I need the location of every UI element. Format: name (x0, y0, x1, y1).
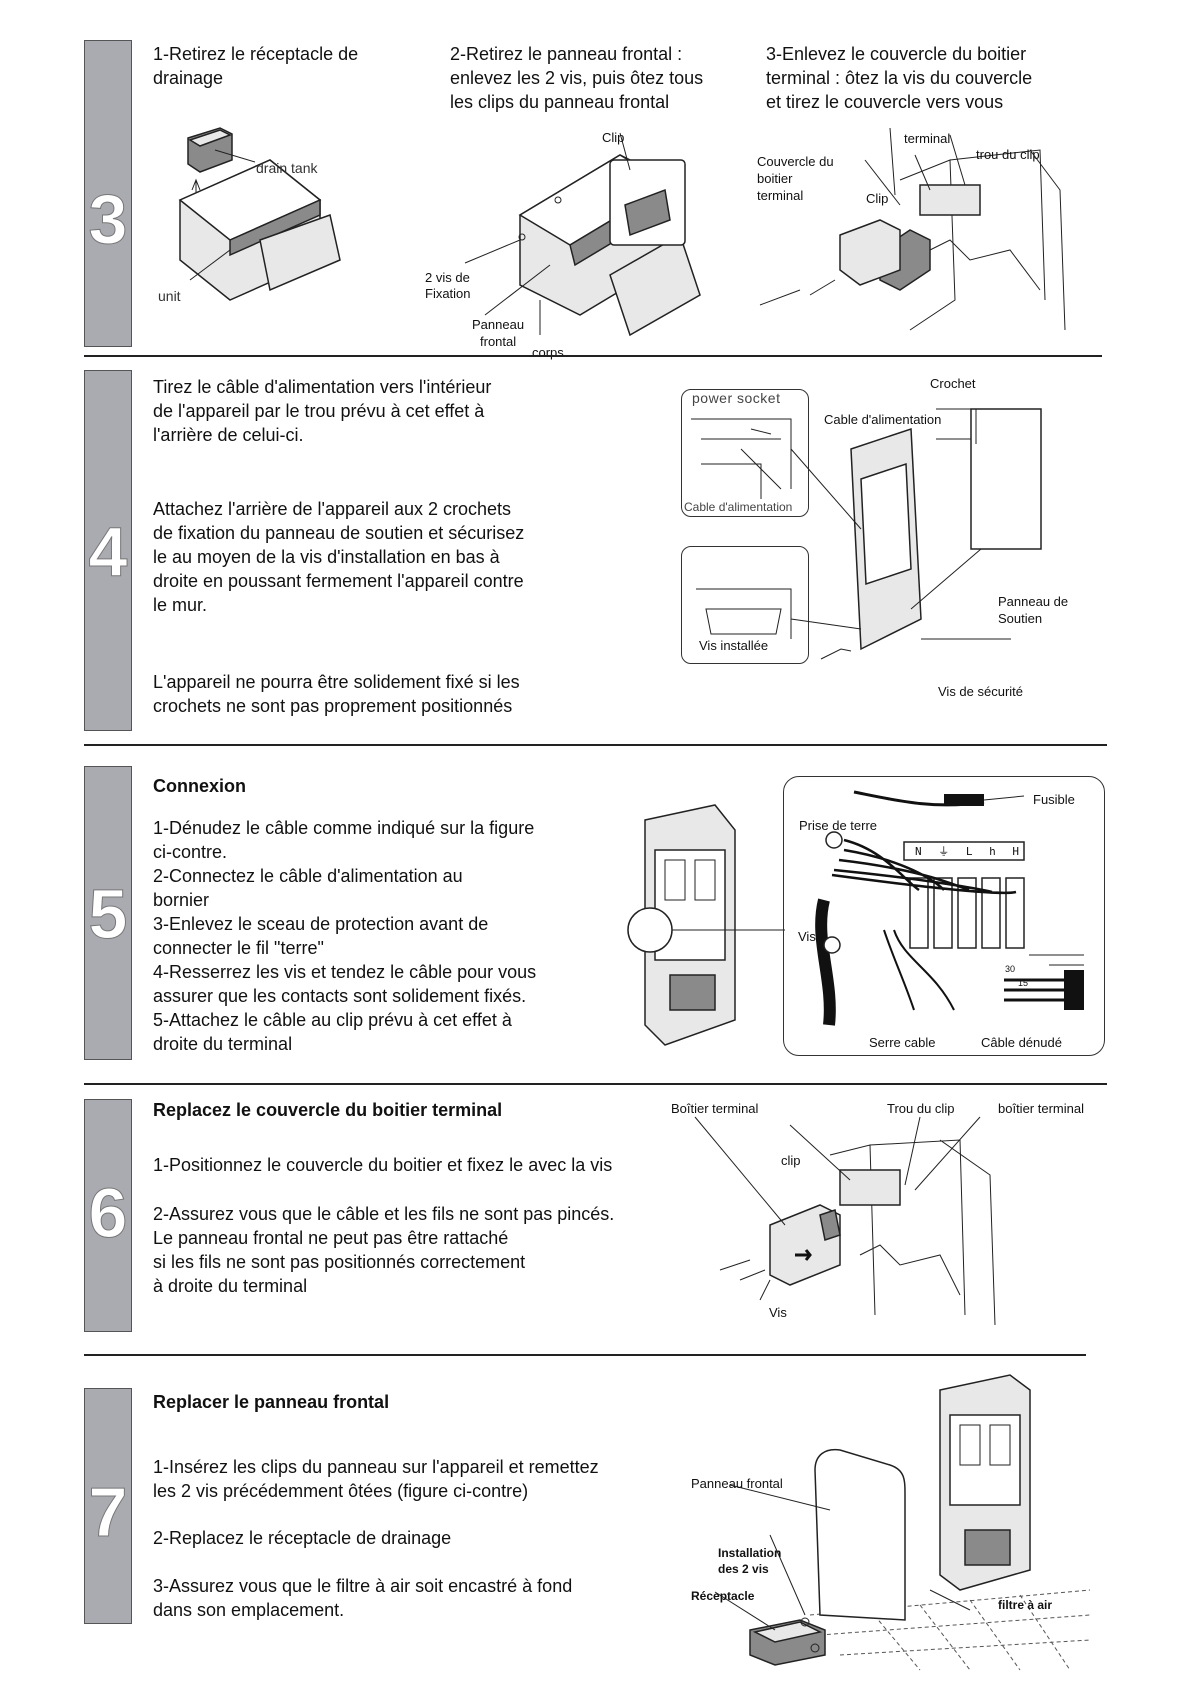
s3-col1: 1-Retirez le réceptacle de drainage (153, 44, 359, 88)
label-receptacle: Réceptacle (691, 1589, 755, 1603)
s5-lines: 1-Dénudez le câble comme indiqué sur la … (153, 818, 537, 1054)
step-number-5: 5 (88, 875, 128, 953)
step-number-4: 4 (88, 513, 128, 591)
label-boitier: boitier (757, 171, 793, 186)
s5-title: Connexion (153, 776, 246, 796)
s6-l1: 1-Positionnez le couvercle du boitier et… (153, 1155, 613, 1175)
front-panel-illustration (464, 132, 701, 337)
s4-p2: Attachez l'arrière de l'appareil aux 2 c… (153, 499, 525, 615)
label-terminal2: terminal (757, 188, 804, 203)
front-panel-refit-illustration (714, 1374, 1091, 1671)
step-number-3: 3 (88, 180, 128, 258)
label-vis-s6: Vis (769, 1305, 787, 1320)
label-cable-denude: Câble dénudé (981, 1035, 1062, 1050)
label-frontal: frontal (480, 334, 517, 349)
label-clip: Clip (602, 130, 625, 145)
label-prise-terre: Prise de terre (799, 818, 878, 833)
terminal-cover-illustration (759, 127, 1066, 331)
s7-l1: 1-Insérez les clips du panneau sur l'app… (153, 1457, 599, 1501)
label-drain-tank: drain tank (256, 160, 318, 176)
s4-p1: Tirez le câble d'alimentation vers l'int… (153, 377, 492, 445)
label-terminal: terminal (904, 131, 951, 146)
label-trou-du-clip: trou du clip (976, 147, 1040, 162)
s7-l2: 2-Replacez le réceptacle de drainage (153, 1528, 452, 1548)
label-installation: Installation (718, 1546, 782, 1560)
step-tab-4: 4 (84, 370, 132, 731)
s3-col2: 2-Retirez le panneau frontal : enlevez l… (450, 44, 704, 112)
label-vis-securite: Vis de sécurité (938, 684, 1024, 699)
power-socket-frame (681, 389, 809, 517)
label-panneau-de: Panneau de (998, 594, 1069, 609)
label-des-2-vis: des 2 vis (718, 1562, 769, 1576)
label-clip2: Clip (866, 191, 889, 206)
wiring-detail-frame (783, 776, 1105, 1056)
label-terminals: N ⏚ L h H (915, 845, 1024, 858)
label-d30: 30 (1005, 964, 1016, 974)
step-tab-5: 5 (84, 766, 132, 1060)
label-panneau-frontal-s7: Panneau frontal (691, 1476, 783, 1491)
label-unit: unit (158, 288, 181, 304)
label-cable-alim: Cable d'alimentation (824, 412, 942, 427)
step-number-6: 6 (88, 1174, 128, 1252)
s6-l2: 2-Assurez vous que le câble et les fils … (153, 1204, 615, 1296)
label-panneau: Panneau (472, 317, 525, 332)
divider-6 (84, 1354, 1086, 1356)
divider-3 (84, 355, 1102, 357)
label-serre-cable: Serre cable (869, 1035, 936, 1050)
label-vis-de: 2 vis de (425, 270, 470, 285)
label-soutien: Soutien (998, 611, 1043, 626)
label-d15: 15 (1018, 978, 1029, 988)
s4-p3: L'appareil ne pourra être solidement fix… (153, 672, 520, 716)
label-power-socket: power socket (692, 390, 781, 406)
s7-title: Replacer le panneau frontal (153, 1392, 390, 1412)
label-filtre: filtre à air (998, 1598, 1053, 1612)
divider-5 (84, 1083, 1107, 1085)
wiring-diagram (815, 790, 1084, 1026)
terminal-box-illustration (694, 1116, 996, 1326)
label-vis-installee: Vis installée (699, 638, 769, 653)
label-couvercle-du: Couvercle du (757, 154, 834, 169)
divider-4 (84, 744, 1107, 746)
step-tab-6: 6 (84, 1099, 132, 1332)
drain-tank-illustration (178, 127, 341, 301)
label-clip-s6: clip (781, 1153, 801, 1168)
step-number-7: 7 (88, 1473, 128, 1551)
label-cable-alim2: Cable d'alimentation (684, 500, 793, 514)
label-vis-s5: Vis (798, 929, 816, 944)
s7-l3: 3-Assurez vous que le filtre à air soit … (153, 1576, 573, 1620)
label-boitier-terminal: Boîtier terminal (671, 1101, 759, 1116)
unit-back-illustration (627, 804, 785, 1046)
label-fusible: Fusible (1033, 792, 1075, 807)
label-boitier-terminal2: boîtier terminal (998, 1101, 1084, 1116)
s3-col3: 3-Enlevez le couvercle du boitier termin… (766, 44, 1033, 112)
vis-installee-frame (681, 546, 809, 664)
label-fixation: Fixation (425, 286, 471, 301)
label-corps: corps (532, 345, 564, 360)
label-crochet: Crochet (930, 376, 976, 391)
step-tab-3: 3 (84, 40, 132, 347)
label-trou-du-clip-s6: Trou du clip (887, 1101, 955, 1116)
mounting-illustration (691, 408, 1042, 660)
step-tab-7: 7 (84, 1388, 132, 1624)
s6-title: Replacez le couvercle du boitier termina… (153, 1100, 503, 1120)
